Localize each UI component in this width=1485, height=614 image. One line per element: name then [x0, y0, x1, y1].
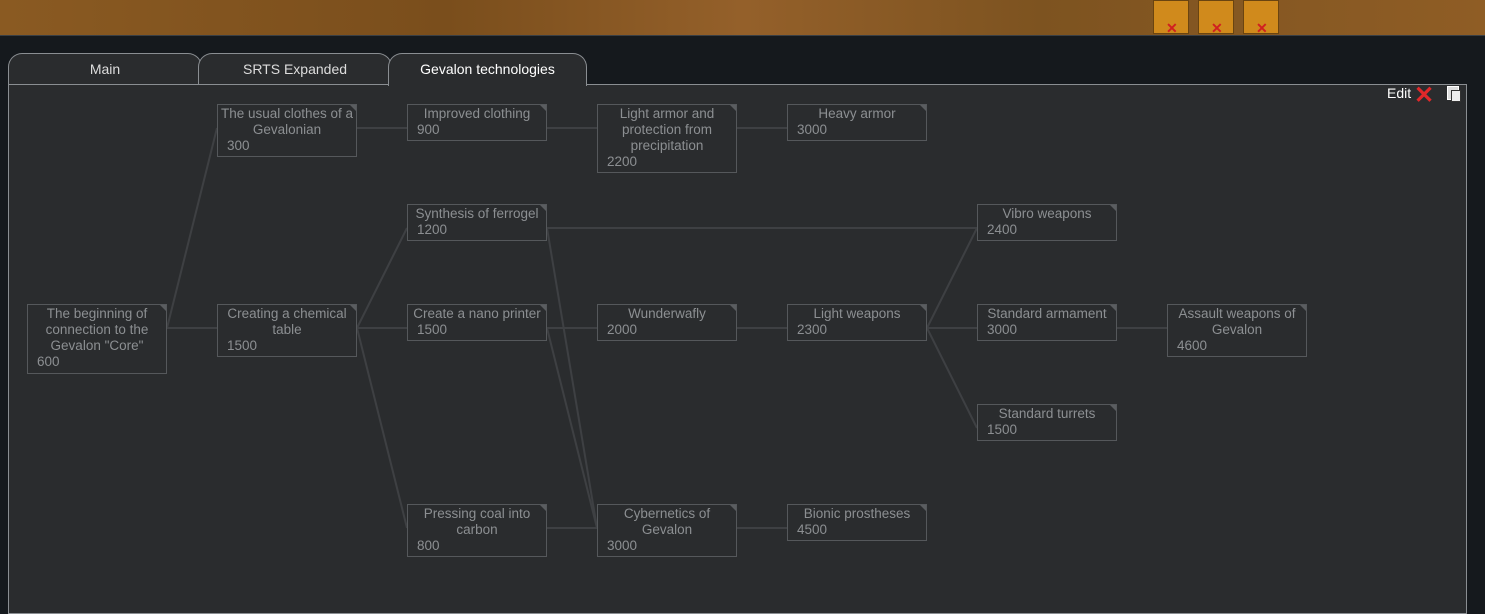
- research-node-label: Wunderwafly: [628, 306, 706, 321]
- research-node-cost: 1500: [227, 338, 258, 353]
- x-icon: ✕: [1166, 20, 1178, 36]
- tab-gevalon-technologies[interactable]: Gevalon technologies: [388, 53, 587, 86]
- research-node-label: Improved clothing: [423, 106, 531, 121]
- research-node-cost: 2000: [607, 322, 638, 337]
- game-map-strip: ✕ ✕ ✕: [0, 0, 1485, 36]
- research-node-label: Heavy armor: [818, 106, 896, 121]
- research-node-cost: 1200: [417, 222, 448, 237]
- research-node-cost: 600: [37, 354, 60, 369]
- tab-main[interactable]: Main: [8, 53, 202, 85]
- research-node-cost: 300: [227, 138, 250, 153]
- colonist-slot[interactable]: ✕: [1243, 0, 1279, 36]
- research-node-cost: 4500: [797, 522, 828, 537]
- research-node-label: Assault weapons of Gevalon: [1178, 306, 1296, 337]
- copy-icon[interactable]: [1447, 86, 1461, 102]
- research-node-cost: 2300: [797, 322, 828, 337]
- research-node-label: Pressing coal into carbon: [423, 506, 531, 537]
- x-icon: ✕: [1211, 20, 1223, 36]
- research-node-label: The beginning of connection to the Geval…: [45, 306, 149, 353]
- research-node-label: Creating a chemical table: [227, 306, 347, 337]
- research-node-cost: 1500: [987, 422, 1018, 437]
- research-node-label: Light weapons: [813, 306, 901, 321]
- tab-srts-expanded[interactable]: SRTS Expanded: [198, 53, 392, 85]
- research-node-cost: 1500: [417, 322, 448, 337]
- research-node-label: The usual clothes of a Gevalonian: [220, 106, 354, 137]
- edge-chemical-coal: [356, 327, 408, 529]
- research-node-label: Create a nano printer: [413, 306, 541, 321]
- research-node-label: Synthesis of ferrogel: [415, 206, 539, 221]
- research-node-cost: 2400: [987, 222, 1018, 237]
- research-node-label: Standard turrets: [998, 406, 1096, 421]
- edge-nano-cyber: [546, 327, 598, 529]
- edit-button[interactable]: Edit: [1387, 85, 1412, 101]
- research-node-cost: 3000: [607, 538, 638, 553]
- research-node-cost: 800: [417, 538, 440, 553]
- edge-ferrogel-cyber: [546, 227, 598, 529]
- research-node-lightarmor[interactable]: Light armor and protection from precipit…: [597, 104, 737, 173]
- research-node-label: Cybernetics of Gevalon: [623, 506, 711, 537]
- research-node-cost: 4600: [1177, 338, 1208, 353]
- research-node-label: Vibro weapons: [1002, 206, 1092, 221]
- edge-core-clothes: [166, 127, 218, 329]
- edge-chemical-ferrogel: [356, 227, 408, 329]
- research-node-core[interactable]: The beginning of connection to the Geval…: [27, 304, 167, 374]
- edge-lightweapons-turrets: [926, 327, 978, 429]
- research-node-label: Standard armament: [987, 306, 1107, 321]
- research-node-cost: 900: [417, 122, 440, 137]
- edge-lightweapons-vibro: [926, 227, 978, 329]
- research-node-cost: 2200: [607, 154, 638, 169]
- x-icon: ✕: [1256, 20, 1268, 36]
- research-node-cost: 3000: [987, 322, 1018, 337]
- research-node-label: Bionic prostheses: [803, 506, 911, 521]
- research-node-label: Light armor and protection from precipit…: [619, 106, 715, 153]
- colonist-slot[interactable]: ✕: [1153, 0, 1189, 36]
- close-icon[interactable]: ✕: [1414, 82, 1435, 109]
- research-node-cost: 3000: [797, 122, 828, 137]
- colonist-slot[interactable]: ✕: [1198, 0, 1234, 36]
